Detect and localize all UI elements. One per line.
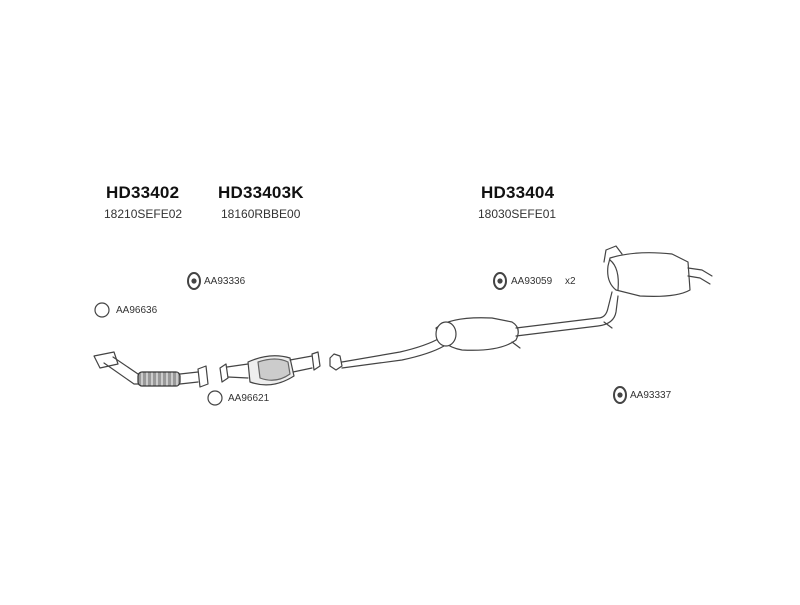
gasket-a-ref: AA96636 [116, 305, 158, 316]
mount-c-ref: AA93337 [630, 390, 672, 401]
rear-section-drawing [329, 245, 713, 371]
mount-c-symbol [613, 386, 627, 404]
catalyst-code: HD33403K [218, 183, 304, 202]
catalyst-oem: 18160RBBE00 [221, 207, 301, 221]
gasket-b-symbol [207, 390, 223, 406]
front-pipe-code: HD33402 [106, 183, 180, 202]
rear-section-code: HD33404 [481, 183, 555, 202]
mount-a-ref: AA93336 [204, 276, 246, 287]
mount-b-qty: x2 [565, 276, 576, 287]
gasket-b-ref: AA96621 [228, 393, 270, 404]
gasket-a-symbol [94, 302, 110, 318]
front-pipe-drawing [93, 351, 209, 388]
front-pipe-oem: 18210SEFE02 [104, 207, 183, 221]
rear-section-oem: 18030SEFE01 [478, 207, 557, 221]
mount-b-ref: AA93059 [511, 276, 553, 287]
catalyst-drawing [219, 351, 321, 386]
mount-a-symbol [187, 272, 201, 290]
mount-b-symbol [493, 272, 507, 290]
